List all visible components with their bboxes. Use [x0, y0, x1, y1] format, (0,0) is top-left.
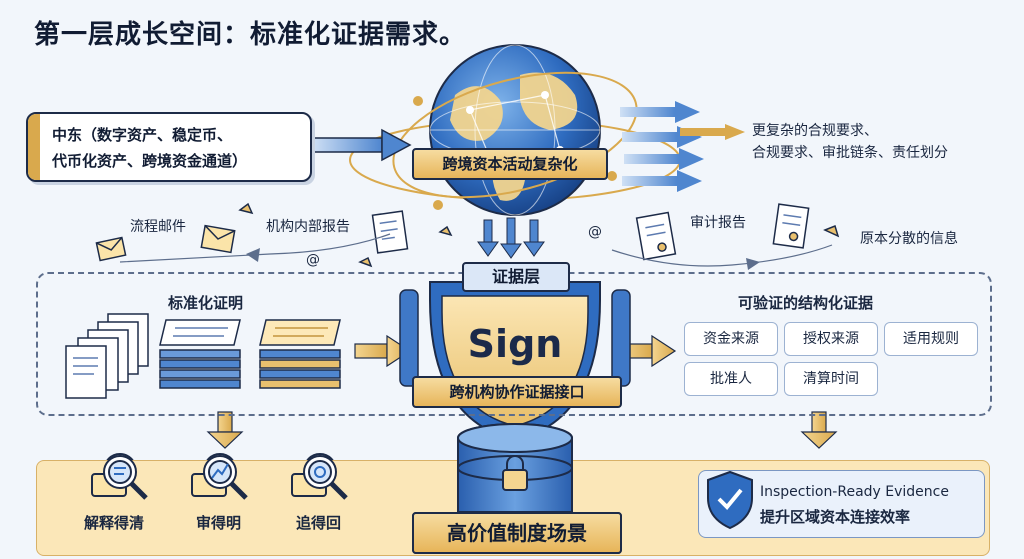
trace-label: 追得回	[296, 514, 342, 532]
verified-shield-icon-fg	[707, 470, 753, 530]
source-region-box: 中东（数字资产、稳定币、 代币化资产、跨境资金通道）	[26, 112, 312, 182]
document-stacks	[65, 313, 341, 399]
sign-logo: Sign	[468, 322, 563, 366]
evidence-layer-label: 证据层	[462, 262, 570, 292]
database-icon-fg	[457, 423, 573, 513]
chip-settlement-time: 清算时间	[784, 362, 878, 396]
compliance-line-1: 更复杂的合规要求、	[752, 123, 878, 139]
zoom-search-icon-fg	[291, 455, 348, 500]
bottom-magnifier-icons	[91, 455, 348, 500]
chip-approver: 批准人	[684, 362, 778, 396]
bottom-banner-front: 高价值制度场景	[412, 512, 622, 554]
output-arrows	[620, 101, 745, 192]
audit-report-label: 审计报告	[690, 215, 746, 231]
chip-authorization-source: 授权来源	[784, 322, 878, 356]
internal-report-label: 机构内部报告	[266, 219, 350, 235]
at-symbol-left: @	[306, 252, 320, 268]
down-arrows	[477, 217, 545, 259]
right-section-label: 可验证的结构化证据	[738, 294, 874, 312]
page-title: 第一层成长空间：标准化证据需求。	[34, 20, 467, 50]
sign-banner: 跨机构协作证据接口	[412, 376, 622, 408]
source-accent-bar	[28, 114, 40, 180]
chip-fund-source: 资金来源	[684, 322, 778, 356]
left-section-label: 标准化证明	[168, 294, 244, 312]
source-line-1: 中东（数字资产、稳定币、	[52, 126, 233, 144]
document-search-icon-fg	[91, 455, 148, 500]
scattered-info-label: 原本分散的信息	[860, 231, 958, 247]
input-arrow	[311, 128, 412, 162]
gold-arrows	[206, 334, 838, 449]
scatter-left-icons	[95, 202, 453, 268]
inspection-title: Inspection-Ready Evidence	[760, 484, 949, 500]
chip-applicable-rules: 适用规则	[884, 322, 978, 356]
process-mail-label: 流程邮件	[130, 219, 186, 235]
globe-banner: 跨境资本活动复杂化	[412, 148, 608, 180]
inspection-subtitle: 提升区域资本连接效率	[760, 508, 911, 526]
explain-label: 解释得清	[84, 514, 145, 532]
compliance-line-2: 合规要求、审批链条、责任划分	[752, 145, 948, 161]
source-line-2: 代币化资产、跨境资金通道）	[52, 152, 248, 170]
at-symbol-right: @	[588, 224, 602, 240]
sign-text: Sign	[468, 322, 563, 366]
audit-label: 审得明	[196, 514, 242, 532]
chart-search-icon-fg	[191, 455, 248, 500]
scatter-right-icons	[611, 203, 840, 270]
